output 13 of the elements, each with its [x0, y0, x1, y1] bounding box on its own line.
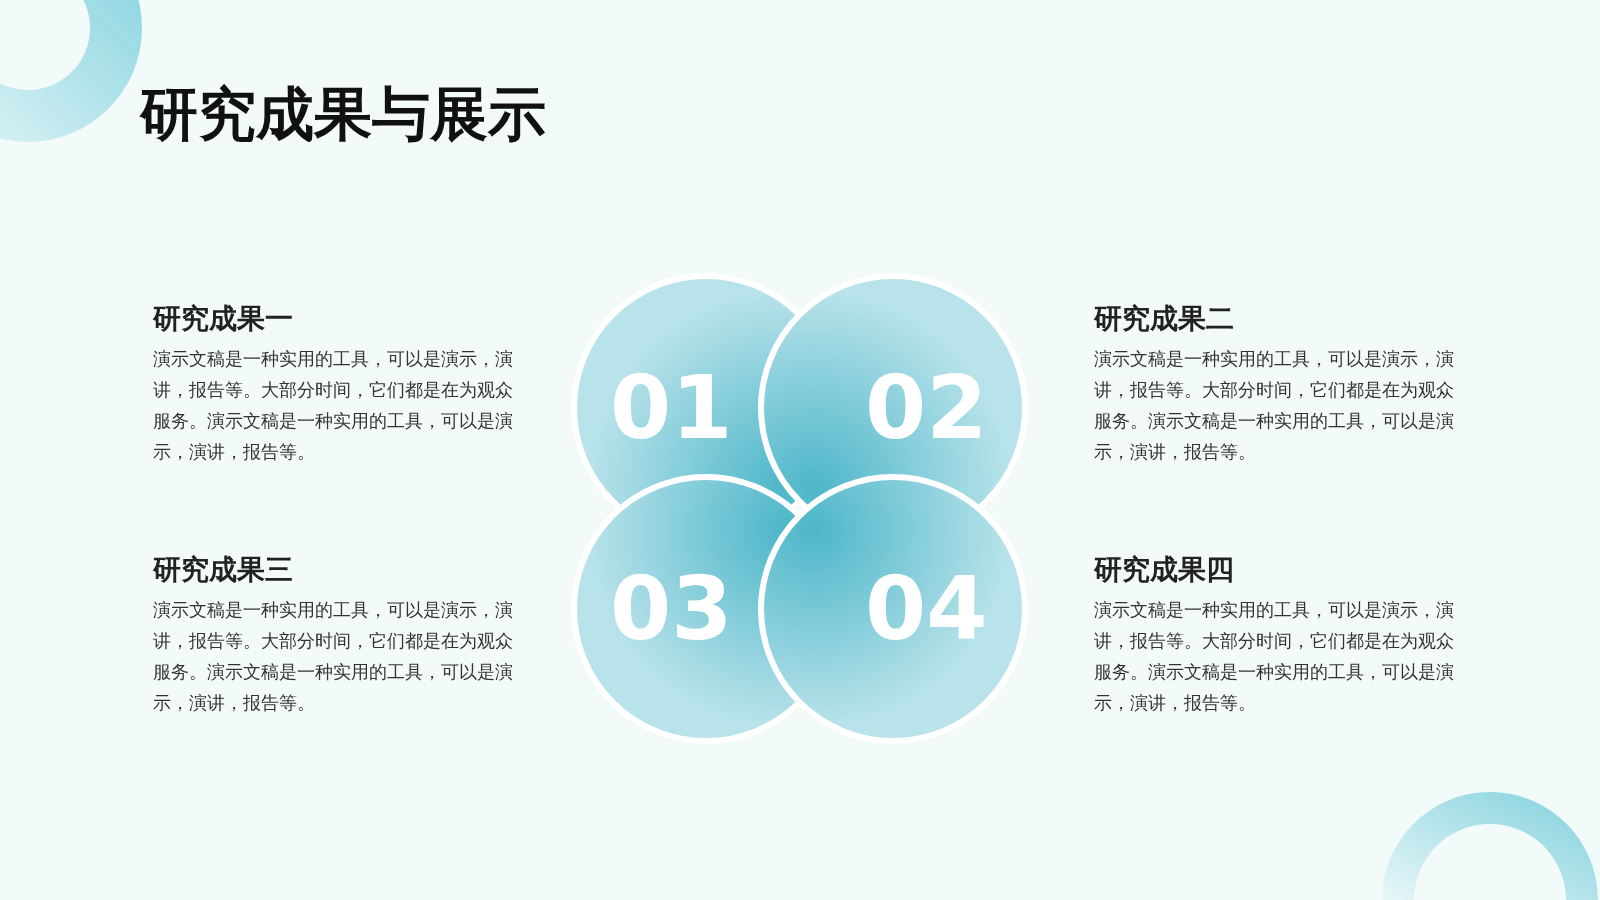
title: 研究成果与展示	[140, 79, 546, 150]
number-label: 03	[610, 559, 730, 659]
body-text: 演示文稿是一种实用的工具，可以是演示，演讲，报告等。大部分时间，它们都是在为观众服务。演示文稿是一种实用的工具，可以是演示，演讲，报告等。	[153, 347, 513, 464]
body-text: 演示文稿是一种实用的工具，可以是演示，演讲，报告等。大部分时间，它们都是在为观众服务。演示文稿是一种实用的工具，可以是演示，演讲，报告等。	[1094, 347, 1454, 464]
heading: 研究成果一	[153, 301, 293, 337]
number-label: 02	[865, 358, 985, 458]
heading: 研究成果二	[1094, 301, 1234, 337]
number-label: 01	[610, 358, 730, 458]
number-label: 04	[865, 559, 985, 659]
body-text: 演示文稿是一种实用的工具，可以是演示，演讲，报告等。大部分时间，它们都是在为观众服务。演示文稿是一种实用的工具，可以是演示，演讲，报告等。	[1094, 598, 1454, 715]
heading: 研究成果四	[1094, 552, 1234, 588]
body-text: 演示文稿是一种实用的工具，可以是演示，演讲，报告等。大部分时间，它们都是在为观众服务。演示文稿是一种实用的工具，可以是演示，演讲，报告等。	[153, 598, 513, 715]
heading: 研究成果三	[153, 552, 293, 588]
